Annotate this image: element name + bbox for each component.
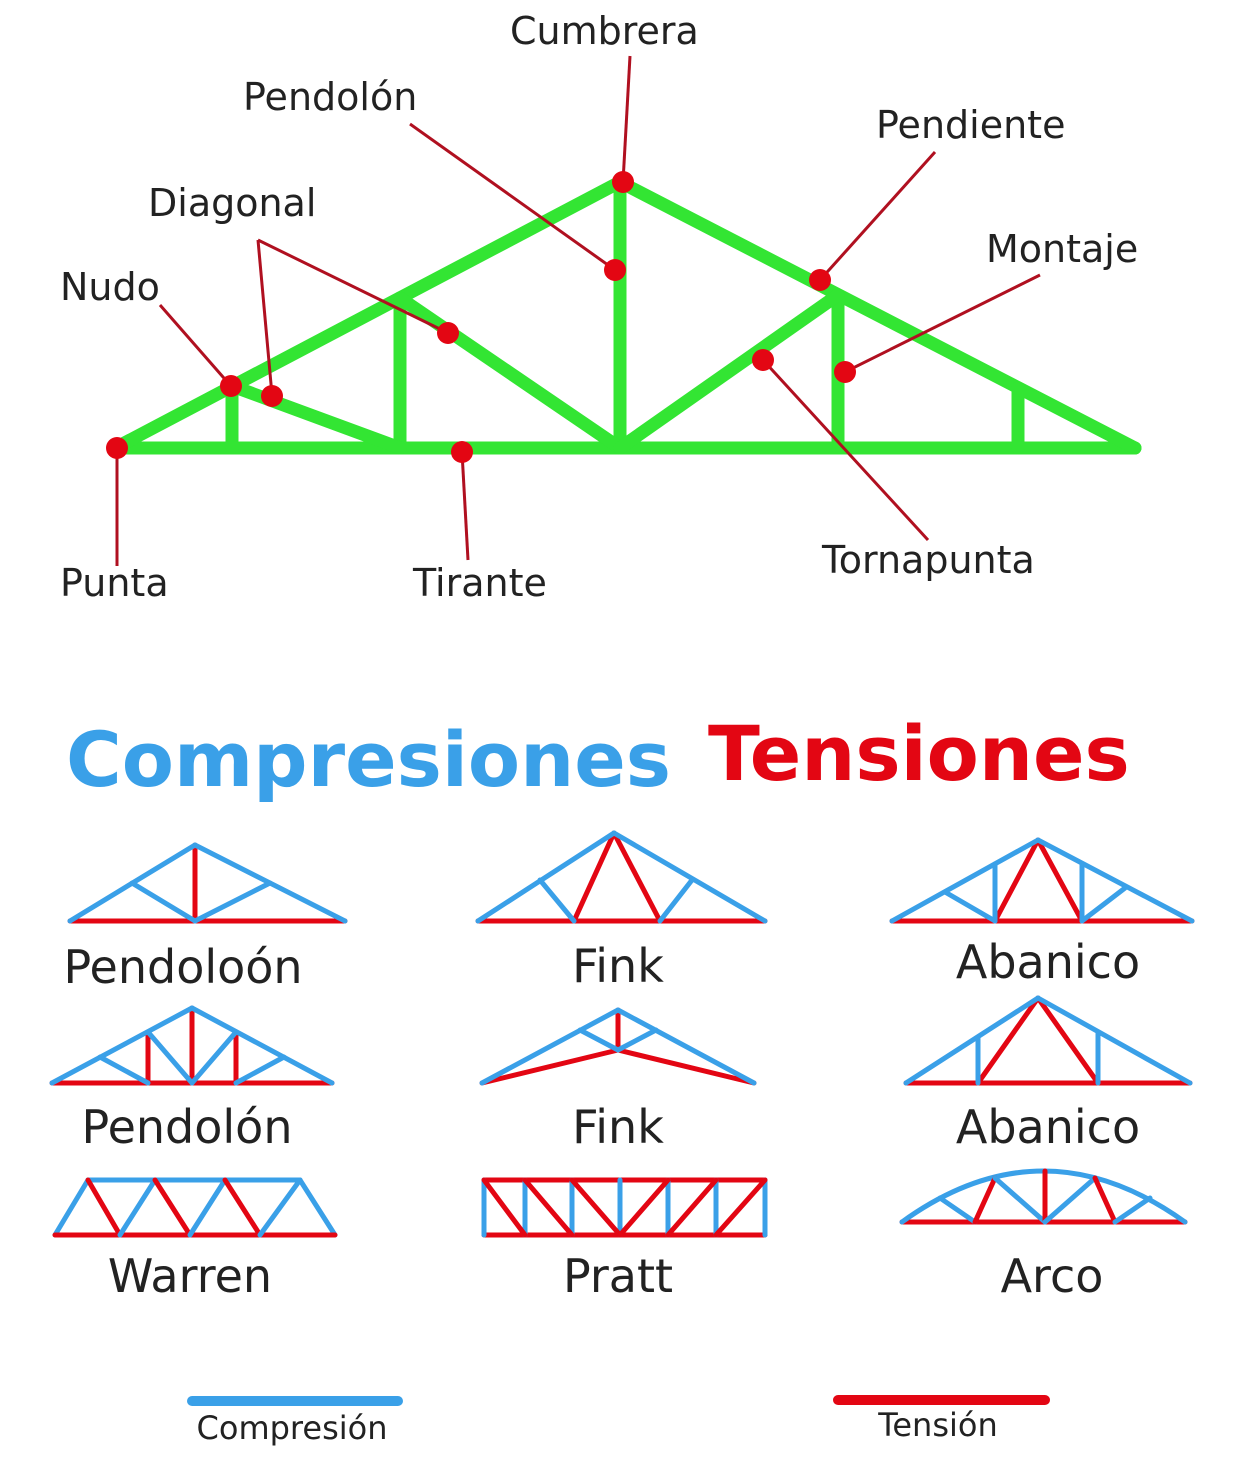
node-diagonal-b [437, 322, 459, 344]
truss-warren [52, 1177, 338, 1238]
leader-cumbrera [621, 55, 632, 183]
label-montaje: Montaje [986, 227, 1138, 271]
label-tornapunta: Tornapunta [821, 538, 1035, 582]
label-diagonal: Diagonal [148, 181, 316, 225]
truss-name-3: Abanico [956, 935, 1140, 989]
label-nudo: Nudo [60, 265, 160, 309]
truss-abanico-1 [889, 837, 1195, 924]
leader-pendolon [409, 122, 616, 272]
truss-left-diagonal-inner [393, 291, 627, 455]
label-pendolon: Pendolón [243, 75, 417, 119]
truss-right-strut [613, 288, 845, 455]
node-diagonal-a [261, 385, 283, 407]
truss-left-rafter [108, 175, 627, 455]
leader-diagonal-b [257, 238, 449, 335]
leader-tirante [460, 451, 470, 561]
node-punta [106, 437, 128, 459]
label-pendiente: Pendiente [876, 103, 1065, 147]
truss-name-4: Pendolón [82, 1100, 293, 1154]
truss-pratt [481, 1177, 768, 1238]
truss-name-7: Warren [108, 1249, 272, 1303]
legend: Compresión Tensión [187, 1395, 1050, 1447]
node-tornapunta [752, 349, 774, 371]
truss-pendolon [49, 1005, 335, 1086]
truss-name-8: Pratt [563, 1249, 673, 1303]
truss-name-2: Fink [572, 939, 664, 993]
truss-abanico-2 [903, 995, 1193, 1086]
leader-diagonal-a [256, 239, 274, 396]
truss-name-6: Abanico [956, 1100, 1140, 1154]
leader-nudo [158, 304, 232, 386]
leader-tornapunta [761, 358, 930, 542]
truss-fink-1 [475, 830, 768, 924]
label-punta: Punta [60, 561, 169, 605]
truss-name-1: Pendoloón [63, 940, 302, 994]
truss-fink-2 [479, 1007, 757, 1086]
truss-name-5: Fink [572, 1100, 664, 1154]
label-tirante: Tirante [412, 561, 547, 605]
leader-pendiente [818, 150, 937, 282]
title-tensiones: Tensiones [708, 709, 1130, 798]
node-pendiente [809, 269, 831, 291]
label-cumbrera: Cumbrera [510, 9, 699, 53]
truss-right-rafter [613, 175, 1142, 455]
title-compresiones: Compresiones [66, 715, 671, 804]
main-truss: Cumbrera Pendolón Pendiente Diagonal Mon… [60, 9, 1142, 605]
node-tirante [451, 441, 473, 463]
legend-compresion-label: Compresión [197, 1409, 388, 1447]
truss-left-diagonal-outer [225, 379, 407, 455]
truss-name-9: Arco [1001, 1249, 1104, 1303]
node-cumbrera [612, 171, 634, 193]
truss-pendoloon [67, 842, 348, 924]
node-montaje [834, 361, 856, 383]
node-nudo [220, 375, 242, 397]
leader-montaje [844, 273, 1041, 374]
truss-arco [899, 1168, 1188, 1225]
node-pendolon [604, 259, 626, 281]
legend-tension-label: Tensión [877, 1406, 998, 1444]
